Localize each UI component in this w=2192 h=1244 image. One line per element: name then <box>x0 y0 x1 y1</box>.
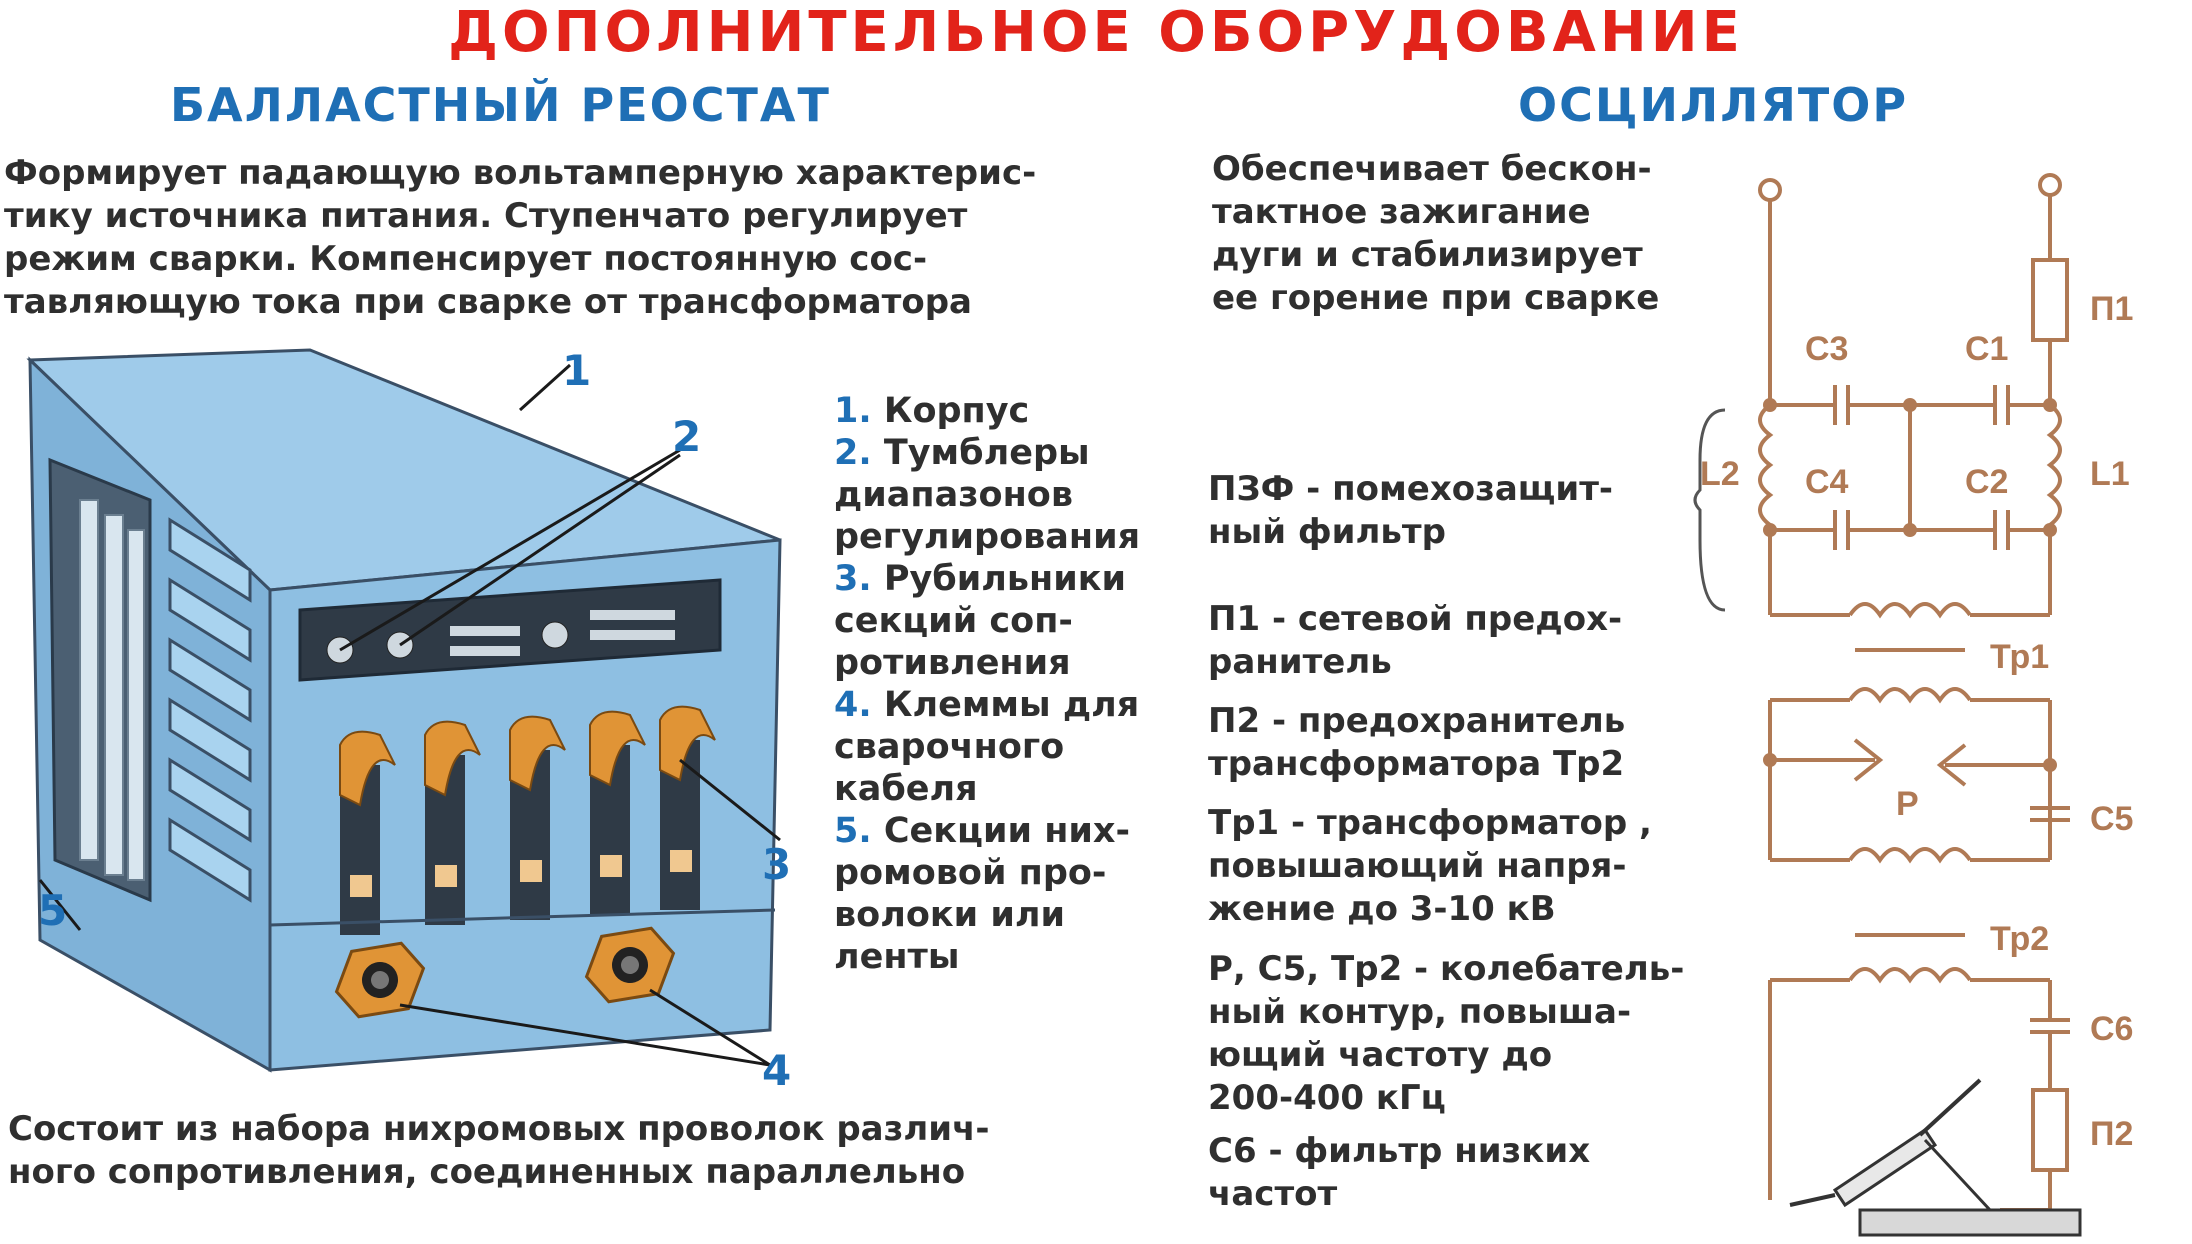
spark-gap-right <box>1936 743 1967 787</box>
tr2-secondary <box>1848 967 1972 984</box>
label-p: Р <box>1896 785 1919 823</box>
electrode-holder <box>1789 1078 1992 1212</box>
label-c2: С2 <box>1965 463 2008 501</box>
spark-gap-left <box>1853 738 1884 782</box>
oscillator-circuit: П1 С3 С1 L2 С4 С2 L1 Тр1 Р С5 Тр2 С6 П2 <box>1693 173 2133 1237</box>
callout-1: 1 <box>562 346 592 395</box>
tr2-primary <box>1848 847 1972 864</box>
inductor-l1 <box>2046 403 2062 527</box>
legend-p2: П2 - предохранитель трансформатора Тр2 <box>1208 701 1626 784</box>
panel-slot-4 <box>590 630 675 640</box>
legend-pzf: ПЗФ - помехозащит- ный фильтр <box>1208 469 1614 552</box>
label-l1: L1 <box>2090 455 2130 493</box>
input-terminal-right <box>2038 173 2062 197</box>
label-c1: С1 <box>1965 330 2008 368</box>
input-terminal-left <box>1758 178 1782 202</box>
panel-slot-3 <box>590 610 675 620</box>
oscillator-description: Обеспечивает бескон- тактное зажигание д… <box>1212 149 1660 318</box>
poster-title: ДОПОЛНИТЕЛЬНОЕ ОБОРУДОВАНИЕ <box>448 0 1744 65</box>
fuse-p1 <box>2031 258 2069 342</box>
fuse-p2 <box>2031 1088 2069 1172</box>
rheostat-footer: Состоит из набора нихромовых проволок ра… <box>8 1109 990 1192</box>
inductor-l2 <box>1758 403 1774 527</box>
label-p1: П1 <box>2090 290 2133 328</box>
callout-leaders <box>38 363 781 1067</box>
label-tr2: Тр2 <box>1990 920 2049 958</box>
label-p2: П2 <box>2090 1115 2133 1153</box>
callout-4: 4 <box>762 1046 792 1095</box>
part-5: 5. Секции них- ромовой про- волоки или л… <box>834 811 1131 977</box>
rheostat-illustration <box>26 348 782 1073</box>
filter-bracket <box>1693 408 1726 612</box>
legend-p1: П1 - сетевой предох- ранитель <box>1208 599 1623 682</box>
label-c4: С4 <box>1805 463 1849 501</box>
rheostat-description: Формирует падающую вольтамперную характе… <box>4 153 1037 322</box>
tr1-secondary <box>1848 687 1972 704</box>
nichrome-section-opening <box>48 457 152 903</box>
side-louvers <box>168 517 252 903</box>
oscillator-title: ОСЦИЛЛЯТОР <box>1518 78 1909 132</box>
rheostat-title: БАЛЛАСТНЫЙ РЕОСТАТ <box>170 78 831 132</box>
panel-lamp <box>541 621 569 649</box>
panel-slot-2 <box>450 646 520 656</box>
parts-legend: 1. Корпус 2. Тумблеры диапазонов регулир… <box>834 390 1140 978</box>
nichrome-sections <box>79 499 145 881</box>
legend-contour: Р, С5, Тр2 - колебатель- ный контур, пов… <box>1208 949 1685 1118</box>
callout-3: 3 <box>762 840 792 889</box>
label-c5: С5 <box>2090 800 2133 838</box>
label-c6: С6 <box>2090 1010 2133 1048</box>
junction-dots <box>1763 398 2057 772</box>
label-tr1: Тр1 <box>1990 638 2049 676</box>
part-2: 2. Тумблеры диапазонов регулирования <box>834 433 1141 557</box>
callout-2: 2 <box>672 412 702 461</box>
panel-slot-1 <box>450 626 520 636</box>
label-l2: L2 <box>1700 455 1740 493</box>
part-4: 4. Клеммы для сварочного кабеля <box>834 685 1140 809</box>
terminal-strip-edge <box>269 908 776 927</box>
callout-5: 5 <box>38 886 68 935</box>
label-c3: С3 <box>1805 330 1848 368</box>
welding-terminals <box>334 926 676 1019</box>
knife-switches <box>339 705 716 935</box>
part-3: 3. Рубильники секций соп- ротивления <box>834 559 1127 683</box>
workpiece <box>1858 1208 2082 1237</box>
legend-tr1: Тр1 - трансформатор , повышающий напря- … <box>1208 803 1652 929</box>
part-1: 1. Корпус <box>834 391 1030 431</box>
legend-c6: С6 - фильтр низких частот <box>1208 1131 1591 1214</box>
tr1-primary <box>1848 602 1972 619</box>
